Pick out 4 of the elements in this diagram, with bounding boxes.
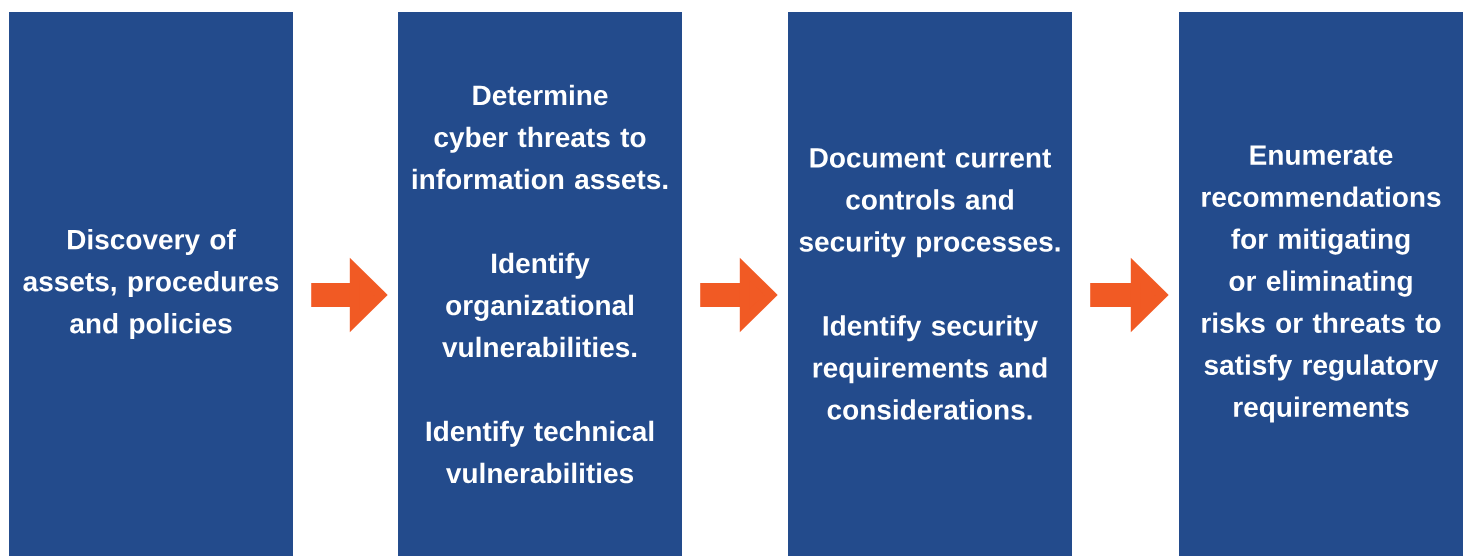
step-box: Discovery of assets, procedures and policies — [9, 12, 293, 556]
step-box: Determine cyber threats to information assets. Identify organizational vulnerabilities. Identify technical vulnerabilities — [398, 12, 682, 556]
step-box: Document current controls and security processes. Identify security requirements and considerations. — [788, 12, 1072, 556]
step-box: Enumerate recommendations for mitigating or eliminating risks or threats to satisfy regulatory requirements — [1179, 12, 1463, 556]
